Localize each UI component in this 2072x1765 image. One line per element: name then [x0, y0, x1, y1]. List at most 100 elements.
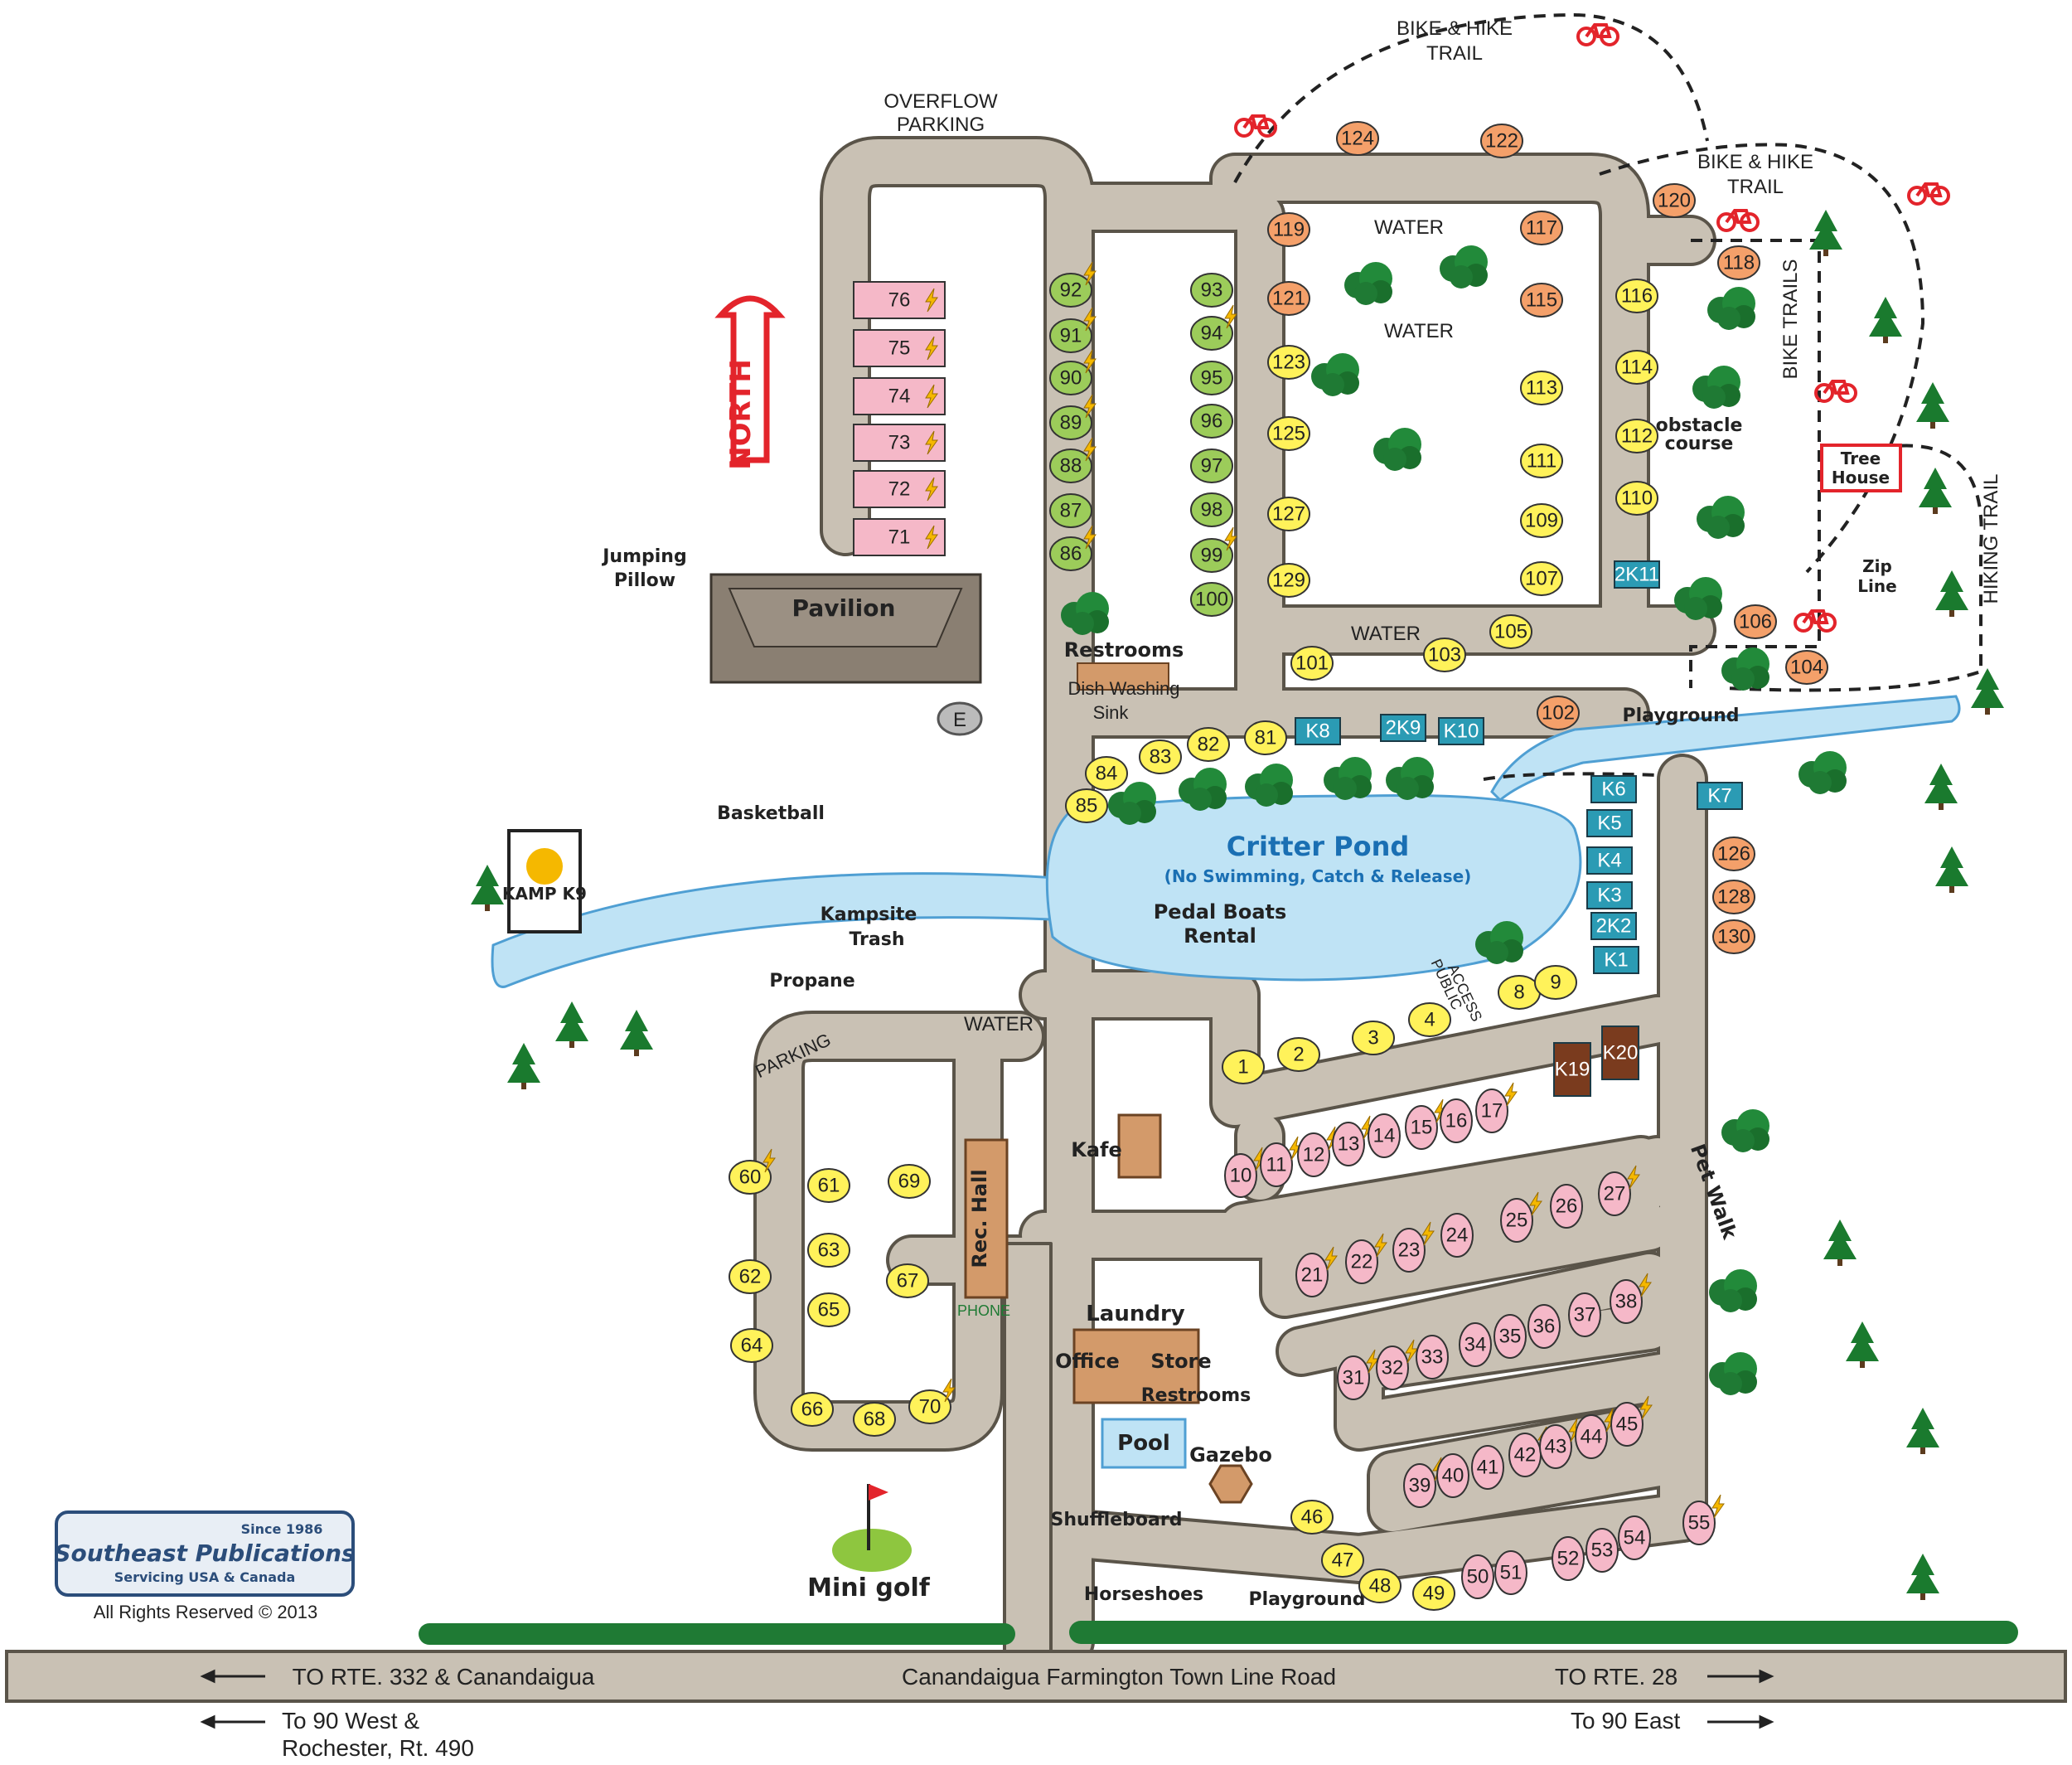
campsite-marker [1190, 582, 1233, 617]
campsite-marker [1267, 563, 1310, 598]
campsite-number: 68 [864, 1409, 886, 1431]
campsite-marker [1392, 1228, 1426, 1273]
campsite-number: 60 [739, 1166, 762, 1189]
campsite-marker [1552, 1536, 1585, 1581]
campsite-119: 119 [1267, 212, 1310, 247]
campsite-marker [1352, 1021, 1395, 1055]
campsite-marker [1568, 1292, 1601, 1337]
campsite-number: 123 [1272, 352, 1305, 374]
campsite-marker [1049, 318, 1092, 353]
campsite-number: 67 [897, 1270, 919, 1292]
campsite-36: 36 [1527, 1304, 1561, 1349]
campsite-number: 27 [1604, 1183, 1626, 1205]
tree-house: Tree House [1820, 444, 1902, 492]
kafe-building [1117, 1113, 1162, 1179]
campsite-number: 124 [1341, 128, 1374, 150]
campsite-number: 106 [1739, 611, 1772, 633]
campsite-marker [1500, 1198, 1533, 1243]
campsite-marker [1734, 604, 1777, 639]
campsite-number: 109 [1525, 510, 1558, 532]
campsite-marker [908, 1389, 951, 1424]
cabin-number: K5 [1597, 812, 1621, 835]
publisher-logo: Since 1986 Southeast Publications Servic… [54, 1510, 356, 1597]
campsite-marker [1520, 371, 1563, 405]
campsite-marker [1615, 350, 1658, 385]
campsite-marker [1436, 1453, 1469, 1498]
trash-label-1: Kampsite [821, 904, 917, 925]
campsite-number: 86 [1060, 543, 1082, 565]
campsite-101: 101 [1290, 646, 1334, 681]
mini-golf-icon [832, 1484, 912, 1572]
campsite-number: 117 [1526, 217, 1557, 240]
campsite-marker [1539, 1424, 1572, 1469]
campsite-115: 115 [1520, 283, 1563, 318]
campsite-95: 95 [1190, 361, 1233, 395]
cabin-marker [1553, 1042, 1591, 1097]
campsite-marker [1440, 1213, 1474, 1258]
campsite-90: 90 [1049, 349, 1097, 395]
campsite-marker [807, 1233, 850, 1268]
campsite-number: 83 [1150, 746, 1172, 769]
rec-hall-label: Rec. Hall [968, 1169, 991, 1268]
jumping-pillow-2: Pillow [614, 570, 675, 591]
campsite-number: 61 [818, 1175, 840, 1197]
restrooms-bottom-label: Restrooms [1141, 1385, 1251, 1406]
jumping-pillow-1: Jumping [601, 546, 686, 567]
campsite-number: 46 [1301, 1506, 1324, 1529]
campsite-number: 98 [1201, 499, 1223, 521]
campsite-91: 91 [1049, 307, 1097, 353]
road-arrows [200, 1669, 1774, 1729]
campsite-number: 94 [1201, 322, 1223, 345]
campsite-number: 89 [1060, 412, 1082, 434]
campsite-number: 31 [1343, 1367, 1365, 1389]
campsite-24: 24 [1440, 1213, 1474, 1258]
campsite-marker [1520, 211, 1563, 245]
campsite-marker [1615, 419, 1658, 453]
campsite-marker [1712, 880, 1755, 914]
campsite-1: 1 [1222, 1050, 1265, 1084]
playground-bottom-label: Playground [1249, 1589, 1366, 1610]
cabin-number: 2K11 [1615, 564, 1659, 586]
cabin-K8: K8 [1295, 717, 1341, 745]
kafe-label: Kafe [1071, 1138, 1122, 1161]
campsite-85: 85 [1065, 788, 1108, 823]
campsite-number: 102 [1542, 702, 1575, 725]
campsite-marker [1405, 1105, 1438, 1150]
campsite-marker [1493, 1314, 1527, 1359]
water-label-4: WATER [964, 1013, 1034, 1035]
campsite-marker [1190, 273, 1233, 308]
campsite-50: 50 [1461, 1554, 1494, 1599]
campsite-15: 15 [1405, 1098, 1447, 1150]
campsite-129: 129 [1267, 563, 1310, 598]
campsite-121: 121 [1267, 281, 1310, 316]
roads [753, 136, 1716, 1667]
campsite-81: 81 [1244, 720, 1287, 755]
campsite-63: 63 [807, 1233, 850, 1268]
campsite-marker [1610, 1402, 1644, 1447]
campsite-number: 65 [818, 1299, 840, 1321]
cabin-marker [1380, 714, 1426, 742]
map-labels: OVERFLOW PARKING BIKE & HIKE TRAIL BIKE … [94, 17, 2002, 1761]
campsite-number: 42 [1514, 1444, 1537, 1467]
campsite-number: 121 [1272, 288, 1305, 310]
campsite-94: 94 [1190, 304, 1237, 351]
campsite-number: 130 [1717, 926, 1750, 948]
campsite-marker [1575, 1414, 1608, 1459]
publisher-name: Southeast Publications [54, 1540, 355, 1567]
dish-sink-1: Dish Washing [1068, 678, 1180, 699]
dish-sink-2: Sink [1093, 702, 1130, 723]
campsite-number: 76 [888, 289, 911, 312]
campsite-31: 31 [1337, 1349, 1379, 1400]
propane-label: Propane [769, 971, 854, 992]
campsite-68: 68 [853, 1402, 896, 1437]
campsite-number: 92 [1060, 279, 1082, 302]
campsite-number: 103 [1428, 644, 1461, 667]
campsite-marker [1065, 788, 1108, 823]
campsite-number: 24 [1446, 1224, 1469, 1247]
campsite-marker [1190, 316, 1233, 351]
campsite-marker [1190, 404, 1233, 439]
campsite-marker [807, 1292, 850, 1327]
campsite-marker [1049, 361, 1092, 395]
campsite-marker [1610, 1279, 1643, 1324]
campsite-60: 60 [729, 1148, 776, 1195]
